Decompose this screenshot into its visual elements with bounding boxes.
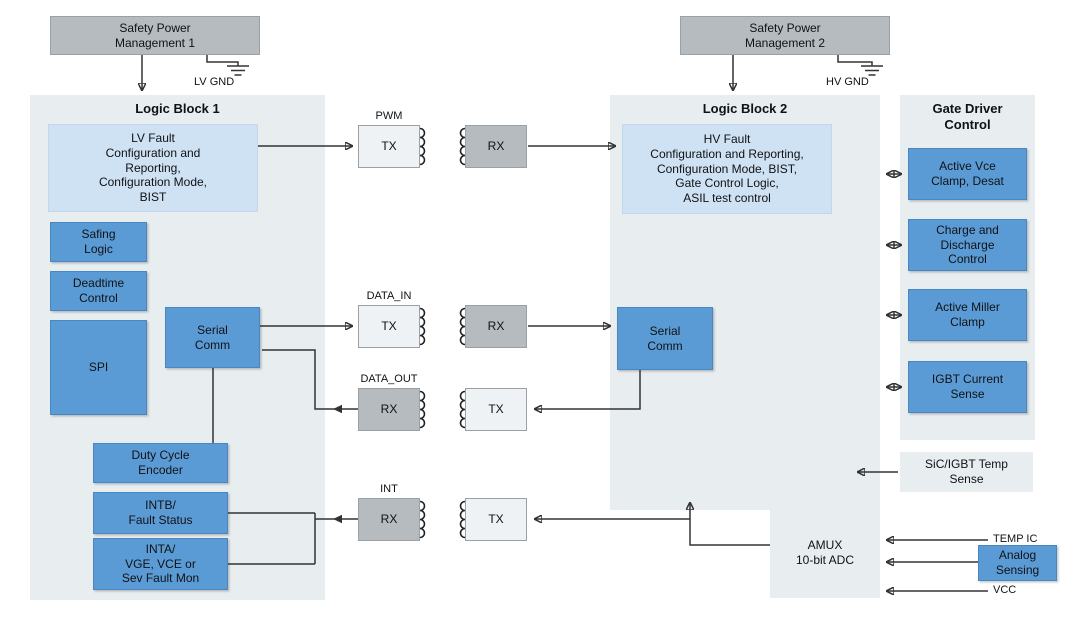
vcc-label: VCC: [993, 584, 1017, 596]
int-port-label: INT: [380, 483, 398, 495]
coil-icon-rx-dataout: [419, 390, 426, 429]
coil-icon-tx-datain: [419, 307, 426, 346]
rx-data-in-box: RX: [465, 305, 527, 348]
gate-driver-control-title: Gate Driver Control: [932, 101, 1003, 132]
duty-cycle-encoder-box: Duty Cycle Encoder: [93, 443, 228, 483]
safety-power-management-2-box: Safety Power Management 2: [680, 16, 890, 55]
lv-ground-icon: [206, 55, 249, 76]
coil-icon-rx-int: [419, 500, 426, 539]
tx-data-out-box: TX: [465, 388, 527, 431]
data-in-port-label: DATA_IN: [366, 290, 412, 302]
isolation-coil-icons: [419, 127, 466, 539]
inta-fault-mon-box: INTA/ VGE, VCE or Sev Fault Mon: [93, 538, 228, 590]
lv-gnd-label: LV GND: [194, 76, 235, 88]
gate-driver-bus-arrows: [887, 174, 901, 387]
amux-adc-box: AMUX 10-bit ADC: [770, 507, 880, 598]
charge-discharge-control-box: Charge and Discharge Control: [908, 219, 1027, 271]
hv-gnd-label: HV GND: [826, 76, 869, 88]
safety-power-management-1-box: Safety Power Management 1: [50, 16, 260, 55]
temp-ic-label: TEMP IC: [993, 533, 1038, 545]
data-out-port-label: DATA_OUT: [360, 373, 418, 385]
hv-ground-icon: [837, 55, 883, 76]
rx-int-box: RX: [358, 498, 420, 541]
arrowhead-rx-int: [333, 514, 342, 524]
tx-int-box: TX: [465, 498, 527, 541]
intb-fault-status-box: INTB/ Fault Status: [93, 492, 228, 534]
analog-sensing-box: Analog Sensing: [978, 545, 1057, 581]
tx-data-in-box: TX: [358, 305, 420, 348]
coil-icon-tx-pwm: [419, 127, 426, 166]
pwm-port-label: PWM: [375, 110, 403, 122]
temp-sense-box: SiC/IGBT Temp Sense: [900, 452, 1033, 492]
logic-block-2-title: Logic Block 2: [702, 101, 788, 116]
lv-fault-config-box: LV Fault Configuration and Reporting, Co…: [48, 124, 258, 212]
logic-block-1-title: Logic Block 1: [135, 101, 220, 116]
rx-pwm-box: RX: [465, 125, 527, 168]
hv-fault-config-box: HV Fault Configuration and Reporting, Co…: [622, 124, 832, 214]
tx-pwm-box: TX: [358, 125, 420, 168]
safing-logic-box: Safing Logic: [50, 222, 147, 262]
active-miller-clamp-box: Active Miller Clamp: [908, 289, 1027, 341]
igbt-current-sense-box: IGBT Current Sense: [908, 361, 1027, 413]
serial-comm-2-box: Serial Comm: [617, 307, 713, 370]
deadtime-control-box: Deadtime Control: [50, 271, 147, 311]
serial-comm-1-box: Serial Comm: [165, 307, 260, 368]
spi-box: SPI: [50, 320, 147, 415]
active-vce-clamp-box: Active Vce Clamp, Desat: [908, 148, 1027, 200]
arrowhead-rx-dataout: [333, 404, 342, 414]
rx-data-out-box: RX: [358, 388, 420, 431]
